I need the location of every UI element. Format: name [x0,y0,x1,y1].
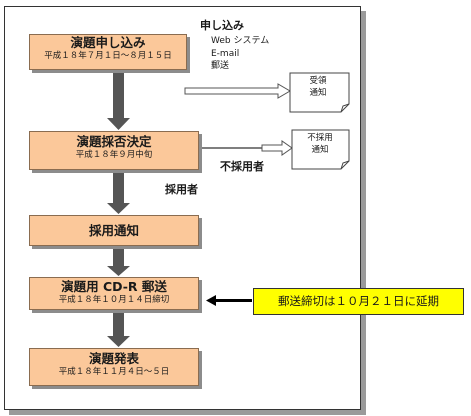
flow-arrow-2 [107,168,130,214]
flow-arrow-3 [107,244,130,276]
rejected-label: 不採用者 [220,160,264,173]
step-title: 演題申し込み [70,35,146,50]
step-presentation: 演題発表 平成１８年１１月４日〜５日 [29,348,199,386]
step-title: 演題発表 [88,351,139,366]
application-heading: 申し込み [200,19,244,32]
method-email: E-mail [211,49,240,59]
step-title: 演題用 CD-R 郵送 [61,279,167,294]
doc-rejected-line1: 不採用 [307,133,333,143]
doc-received-text: 受領 通知 [292,75,344,99]
flow-arrow-4 [107,308,130,347]
method-web: Web システム [211,36,270,46]
note-arrow [206,295,252,306]
doc-received [289,72,350,113]
doc-received-line1: 受領 [309,76,327,86]
doc-rejected-text: 不採用 通知 [294,132,346,156]
step-acceptance-notice: 採用通知 [29,215,199,246]
method-mail: 郵送 [211,61,230,71]
step-date: 平成１８年９月中旬 [75,150,153,160]
doc-received-line2: 通知 [309,88,327,98]
doc-rejected-line2: 通知 [311,145,329,155]
arrow-to-rejected [261,140,293,156]
step-date: 平成１８年１１月４日〜５日 [58,367,170,377]
step-cdr-mailing: 演題用 CD-R 郵送 平成１８年１０月１４日締切 [29,277,199,310]
step-date: 平成１８年７月１日〜８月１５日 [44,51,172,61]
doc-rejected [291,129,350,170]
step-title: 採用通知 [88,223,139,238]
step-date: 平成１８年１０月１４日締切 [58,295,170,305]
step-decision: 演題採否決定 平成１８年９月中旬 [29,131,199,170]
flow-arrow-1 [107,68,130,130]
step-title: 演題採否決定 [76,134,152,149]
arrow-to-received [184,83,291,99]
accepted-label: 採用者 [165,183,198,196]
step-application: 演題申し込み 平成１８年７月１日〜８月１５日 [29,34,187,70]
deadline-extension-note: 郵送締切は１０月２１日に延期 [253,288,464,315]
